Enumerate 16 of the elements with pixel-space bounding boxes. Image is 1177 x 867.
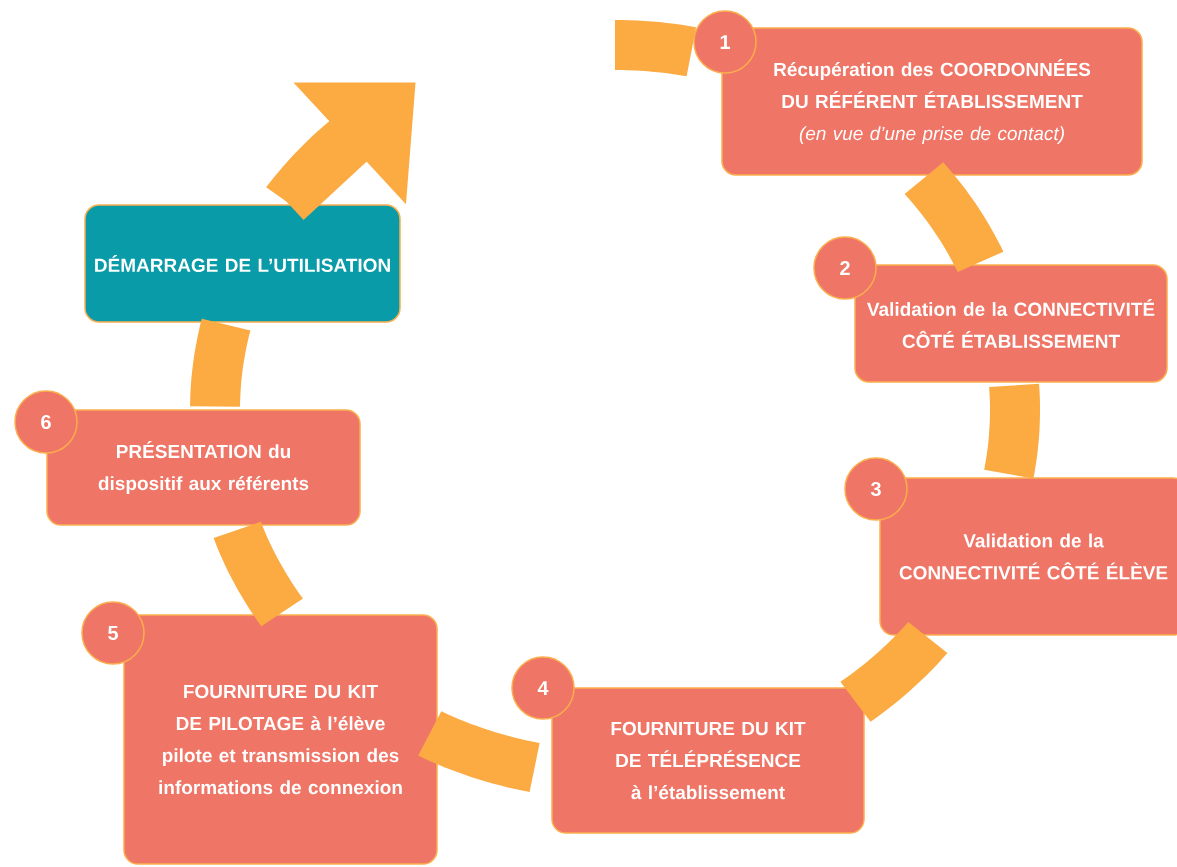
process-box: FOURNITURE DU KIT DE TÉLÉPRÉSENCE à l’établissement	[551, 687, 865, 834]
number-badge: 2	[813, 236, 877, 300]
process-box: Validation de la CONNECTIVITÉ CÔTÉ ÉTABLISSEMENT	[854, 264, 1168, 383]
curved-band	[190, 318, 251, 407]
number-badge: 6	[14, 390, 78, 454]
curved-band	[904, 162, 1004, 272]
number-badge: 5	[81, 601, 145, 665]
number-badge: 1	[693, 10, 757, 74]
process-box: FOURNITURE DU KIT DE PILOTAGE à l’élève pilote et transmission des informations de connexion	[123, 614, 438, 865]
number-badge: 4	[511, 656, 575, 720]
curved-band	[418, 711, 540, 792]
number-badge: 3	[844, 457, 908, 521]
start-box: DÉMARRAGE DE L’UTILISATION	[84, 204, 401, 323]
curved-band	[213, 521, 303, 627]
curved-band	[984, 383, 1040, 479]
curved-band	[840, 621, 948, 722]
